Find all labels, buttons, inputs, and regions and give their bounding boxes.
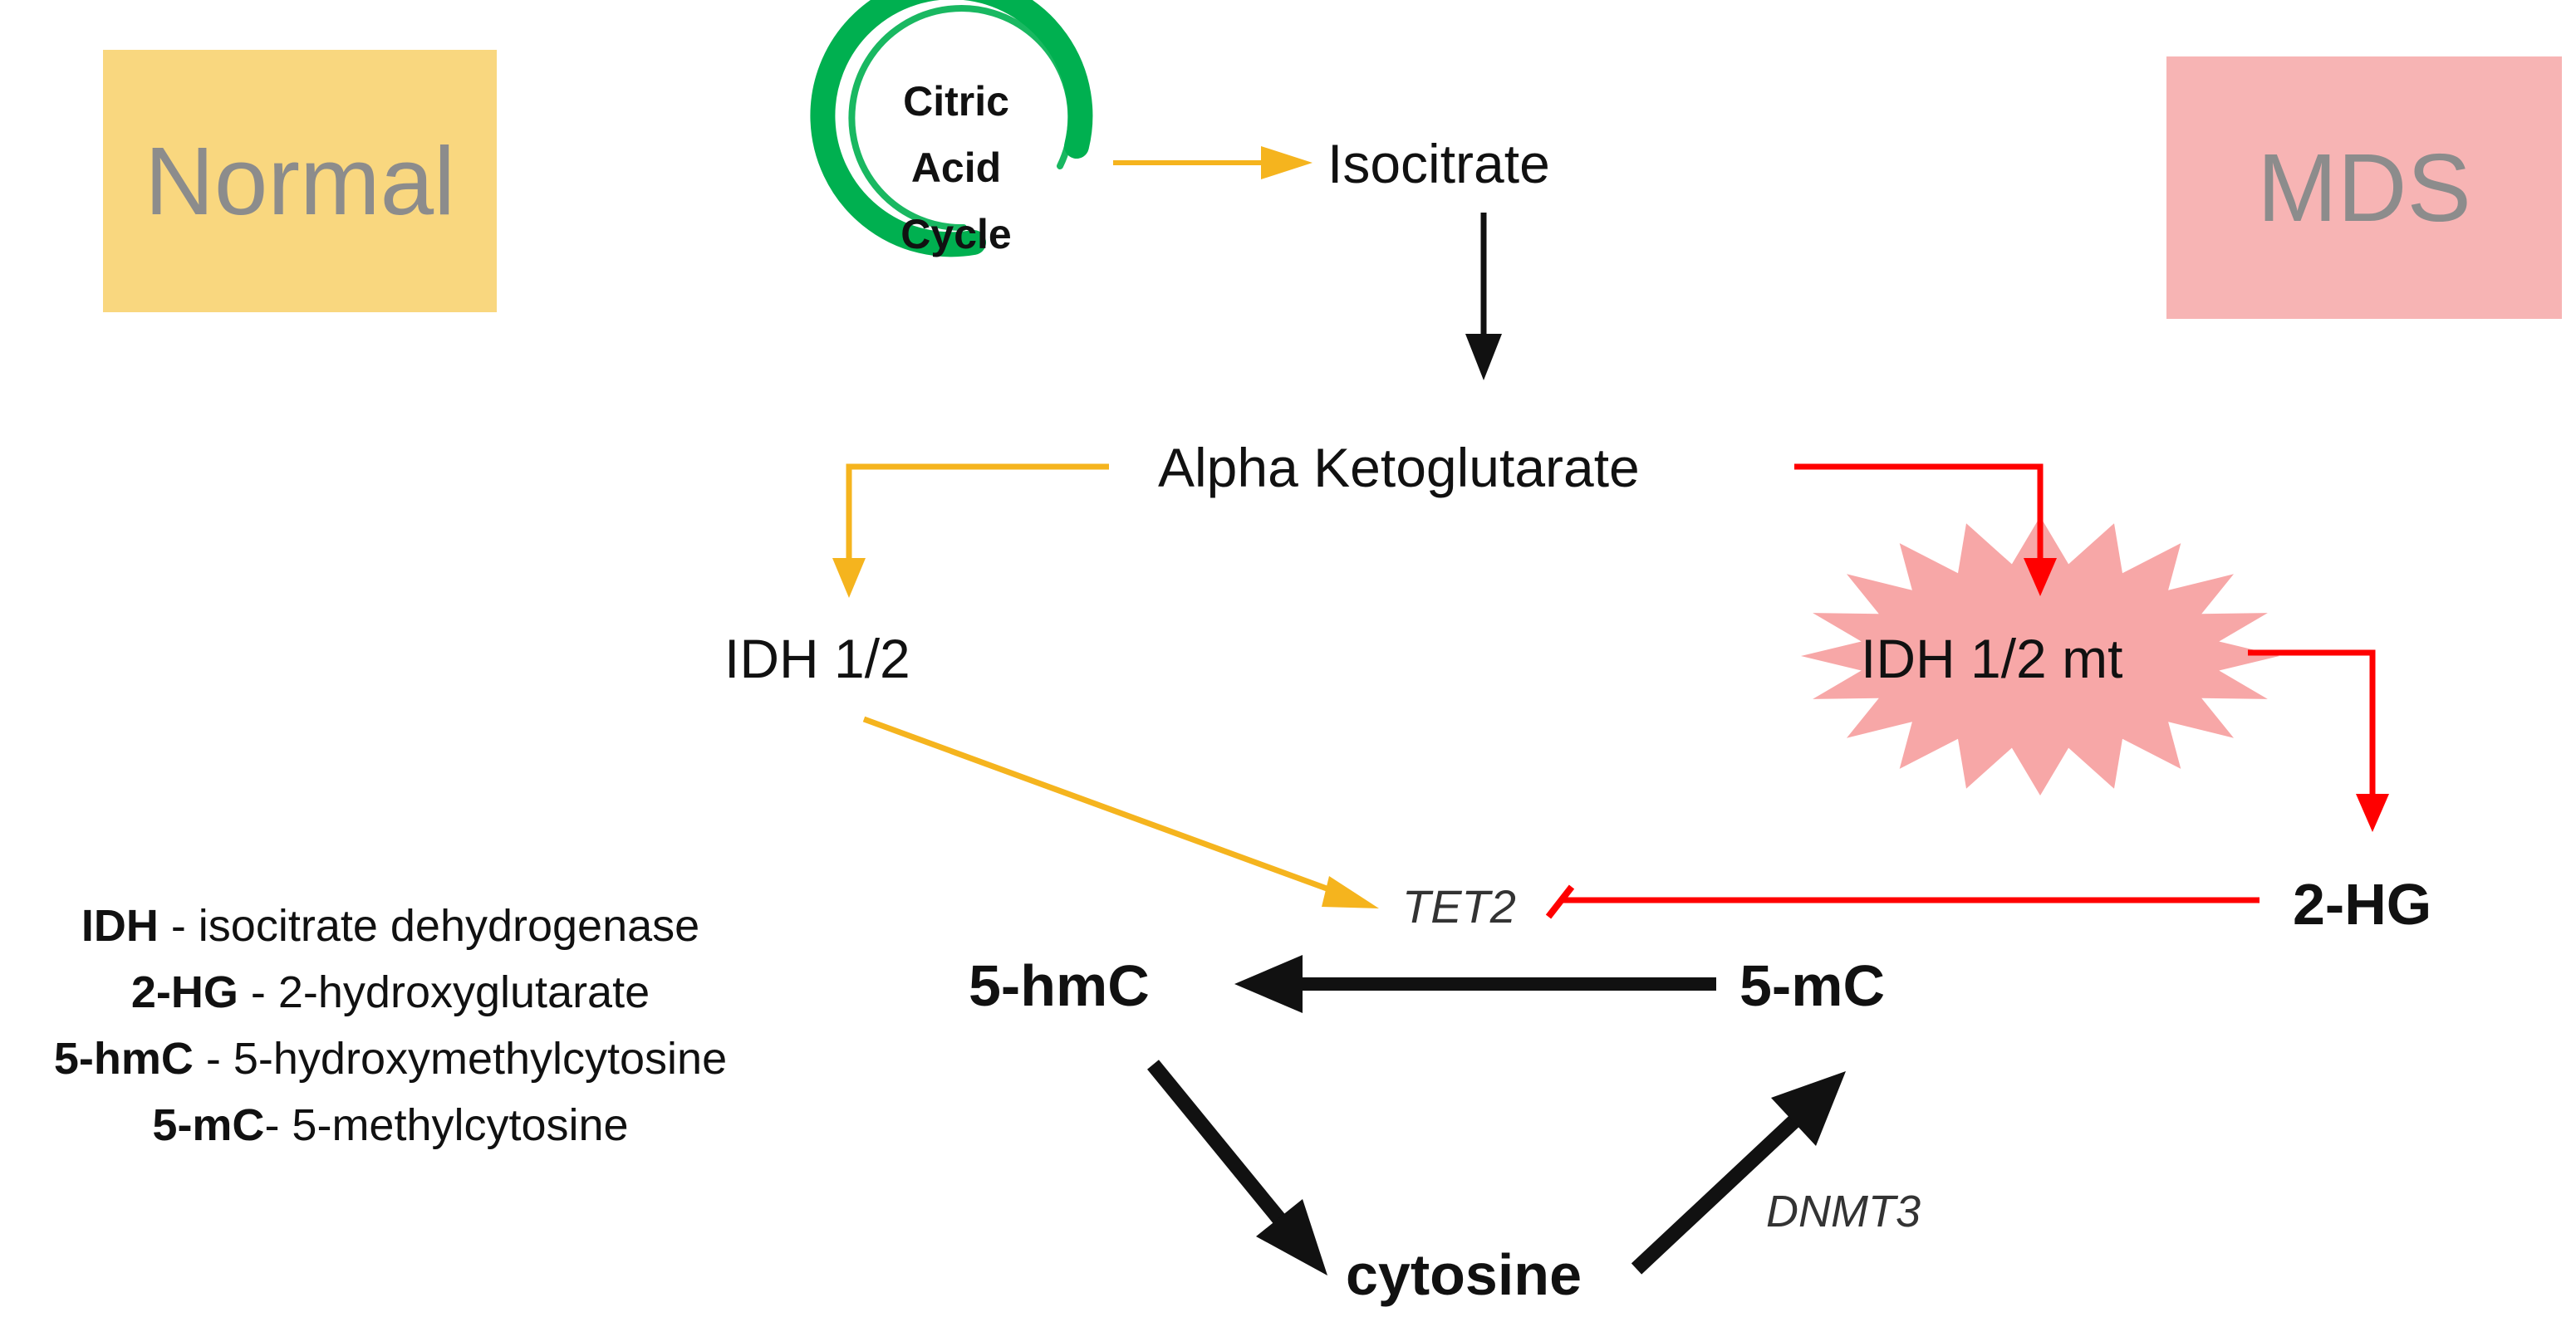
cytosine-to-mc-arrowhead <box>1771 1071 1846 1146</box>
isocitrate-to-akg-arrowhead <box>1465 334 1502 380</box>
cycle-to-isocitrate-arrowhead <box>1261 146 1313 179</box>
hmc-to-cytosine-arrowhead <box>1256 1199 1327 1275</box>
citric-acid-cycle-ring <box>810 0 1093 257</box>
dnmt3-node: DNMT3 <box>1766 1187 1921 1236</box>
mds-label: MDS <box>2257 134 2471 242</box>
legend-term: IDH <box>81 901 159 951</box>
legend-row-5hmc: 5-hmC - 5-hydroxymethylcytosine <box>0 1026 781 1092</box>
cytosine-to-mc-arrow <box>1631 1115 1800 1275</box>
5hmc-node: 5-hmC <box>969 953 1150 1018</box>
mc-to-hmc-arrowhead <box>1234 955 1303 1013</box>
legend-row-5mc: 5-mC- 5-methylcytosine <box>0 1092 781 1158</box>
abbreviation-legend: IDH - isocitrate dehydrogenase 2-HG - 2-… <box>0 893 781 1158</box>
akg-to-idh-mt-arrow <box>1794 463 2044 565</box>
normal-pathway-arrows <box>832 146 1379 908</box>
akg-to-idh-arrow <box>846 463 1109 565</box>
akg-to-idh-arrowhead <box>832 558 866 598</box>
normal-box: Normal <box>103 50 497 312</box>
5mc-node: 5-mC <box>1739 953 1886 1018</box>
hmc-to-cytosine-arrow <box>1147 1060 1285 1224</box>
methylation-cycle-arrows <box>1147 213 1846 1275</box>
legend-term: 5-mC <box>152 1100 265 1150</box>
cytosine-node: cytosine <box>1346 1242 1582 1307</box>
legend-definition: - 5-hydroxymethylcytosine <box>193 1034 728 1084</box>
2hg-inhibits-tet2-bar <box>1545 884 1575 919</box>
idh-node: IDH 1/2 <box>724 628 910 689</box>
2hg-node: 2-HG <box>2293 872 2432 937</box>
akg-to-idh-mt-arrowhead <box>2024 558 2057 596</box>
legend-row-idh: IDH - isocitrate dehydrogenase <box>0 893 781 959</box>
idh-mt-to-2hg-arrow <box>2248 649 2376 797</box>
legend-definition: - isocitrate dehydrogenase <box>158 901 700 951</box>
idh-to-tet2-arrow <box>862 716 1337 895</box>
legend-definition: - 5-methylcytosine <box>264 1100 629 1150</box>
citric-acid-cycle-label: Citric Acid Cycle <box>869 68 1043 267</box>
idh-to-tet2-arrowhead <box>1322 876 1379 908</box>
legend-definition: - 2-hydroxyglutarate <box>238 967 650 1017</box>
normal-label: Normal <box>145 127 455 235</box>
cycle-line-3: Cycle <box>900 211 1012 257</box>
cycle-line-1: Citric <box>903 78 1009 125</box>
legend-term: 5-hmC <box>53 1034 194 1084</box>
idh-mutant-burst-shape <box>1801 517 2279 796</box>
mds-box: MDS <box>2166 56 2562 319</box>
isocitrate-node: Isocitrate <box>1327 133 1550 194</box>
idh-mt-to-2hg-arrowhead <box>2356 794 2389 832</box>
tet2-node: TET2 <box>1402 880 1516 933</box>
mutant-pathway-arrows <box>1545 463 2389 919</box>
cycle-line-2: Acid <box>910 144 1002 191</box>
idh-mutant-node: IDH 1/2 mt <box>1861 628 2123 689</box>
legend-term: 2-HG <box>130 967 238 1017</box>
legend-row-2hg: 2-HG - 2-hydroxyglutarate <box>0 959 781 1026</box>
alpha-ketoglutarate-node: Alpha Ketoglutarate <box>1158 437 1640 498</box>
